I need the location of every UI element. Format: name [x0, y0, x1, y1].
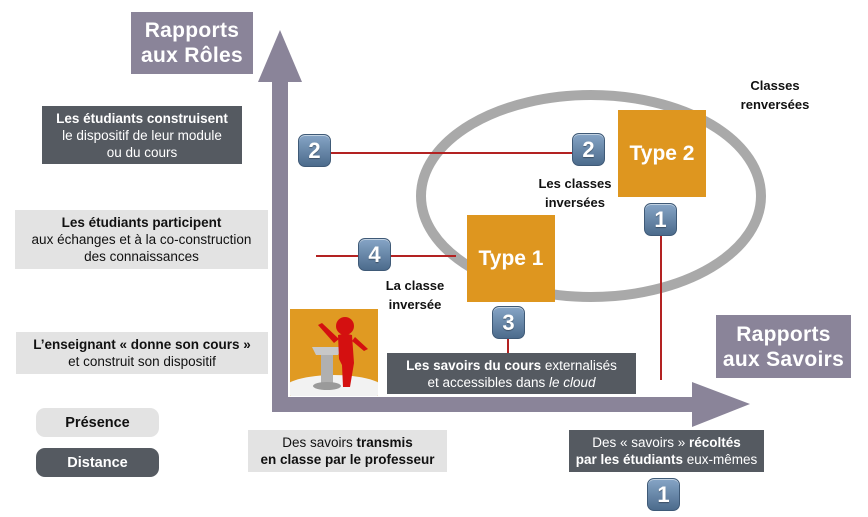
knowledge-level-line2: et accessibles dans le cloud	[387, 374, 636, 391]
knowledge-level-line1: Les savoirs du cours externalisés	[387, 357, 636, 374]
role-level-text: et construit son dispositif	[68, 354, 216, 369]
vertical-axis-arrowhead	[258, 30, 302, 82]
type-2-label: Type 2	[629, 141, 695, 165]
label-line: inversée	[388, 297, 442, 312]
role-level-students-build: Les étudiants construisent le dispositif…	[42, 106, 242, 164]
badge-2-type2: 2	[572, 133, 605, 166]
role-level-teacher: L’enseignant « donne son cours » et cons…	[16, 332, 268, 374]
label-line: La classe	[385, 278, 445, 293]
text-italic: le cloud	[549, 374, 596, 390]
knowledge-level-collected: Des « savoirs » récoltés par les étudian…	[569, 430, 764, 472]
teacher-icon	[284, 317, 384, 403]
knowledge-level-line1: Des savoirs transmis	[248, 434, 447, 451]
role-level-students-participate: Les étudiants participent aux échanges e…	[15, 210, 268, 269]
legend-distance-label: Distance	[67, 454, 128, 471]
role-level-heading: Les étudiants construisent	[56, 110, 228, 126]
text-bold: par les étudiants	[575, 452, 683, 467]
text-bold: Les savoirs du cours	[406, 357, 542, 373]
text-bold: récoltés	[689, 435, 741, 450]
badge-3-savoirs: 3	[492, 306, 525, 339]
vertical-axis-bar	[272, 76, 288, 412]
legend-presence-label: Présence	[65, 414, 130, 431]
knowledge-level-externalized: Les savoirs du cours externalisés et acc…	[387, 353, 636, 394]
badge-number: 4	[368, 241, 381, 267]
badge-number: 3	[502, 309, 515, 335]
label-classes-renversees: Classes renversées	[720, 76, 830, 114]
classes-renversees-ellipse	[416, 90, 766, 302]
text-regular: Des savoirs	[282, 435, 357, 450]
role-level-text: le dispositif de leur module	[62, 127, 222, 143]
connector-line-1	[660, 236, 662, 380]
knowledge-level-line2: en classe par le professeur	[260, 452, 435, 467]
badge-number: 2	[308, 137, 321, 163]
role-level-heading: L’enseignant « donne son cours »	[33, 337, 251, 352]
knowledge-level-line1: Des « savoirs » récoltés	[569, 434, 764, 451]
teacher-podium-illustration	[284, 309, 384, 403]
badge-4-participation: 4	[358, 238, 391, 271]
text-regular: eux-mêmes	[683, 452, 758, 467]
horizontal-axis-arrowhead	[692, 382, 750, 427]
badge-number: 1	[654, 206, 667, 232]
text-bold: transmis	[356, 435, 413, 450]
vertical-axis-title: Rapports aux Rôles	[131, 12, 253, 74]
horizontal-axis-title-line1: Rapports	[736, 322, 831, 346]
horizontal-axis-title-line2: aux Savoirs	[722, 347, 845, 371]
label-line: inversées	[545, 195, 605, 210]
knowledge-level-transmitted: Des savoirs transmis en classe par le pr…	[248, 430, 447, 472]
label-line: Classes	[750, 78, 800, 93]
legend-presence: Présence	[36, 408, 159, 437]
label-line: Les classes	[538, 176, 612, 191]
legend-distance: Distance	[36, 448, 159, 477]
horizontal-axis-bar	[272, 397, 698, 412]
connector-line-2	[331, 152, 573, 154]
type-1-label: Type 1	[478, 246, 544, 270]
badge-number: 2	[582, 136, 595, 162]
text-regular: externalisés	[541, 357, 617, 373]
label-classes-inversees: Les classes inversées	[525, 174, 625, 212]
role-level-text: aux échanges et à la co-construction	[31, 232, 252, 247]
badge-2-roles: 2	[298, 134, 331, 167]
role-level-text: des connaissances	[84, 249, 199, 264]
vertical-axis-title-line2: aux Rôles	[141, 44, 243, 67]
badge-1-savoirs: 1	[647, 478, 680, 511]
connector-line-3	[507, 339, 509, 354]
type-2-box: Type 2	[618, 110, 706, 197]
vertical-axis-title-line1: Rapports	[144, 19, 240, 42]
badge-number: 1	[657, 481, 670, 507]
role-level-heading: Les étudiants participent	[61, 215, 222, 230]
label-line: renversées	[740, 97, 810, 112]
horizontal-axis-title: Rapports aux Savoirs	[716, 315, 851, 378]
knowledge-level-line2: par les étudiants eux-mêmes	[569, 451, 764, 468]
type-1-box: Type 1	[467, 215, 555, 302]
badge-1-type2: 1	[644, 203, 677, 236]
text-regular: et accessibles dans	[427, 374, 550, 390]
role-level-text: ou du cours	[106, 144, 178, 160]
text-regular: Des « savoirs »	[592, 435, 689, 450]
label-classe-inversee: La classe inversée	[370, 276, 460, 314]
